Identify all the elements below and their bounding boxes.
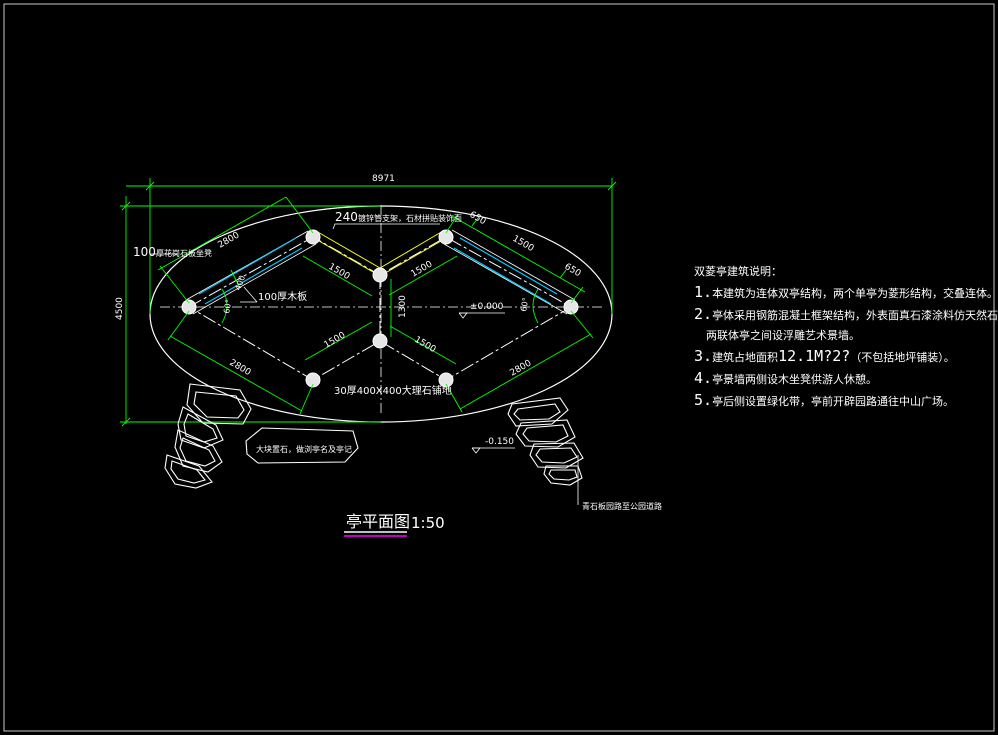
note-4: 4.亭景墙两侧设木坐凳供游人休憩。 xyxy=(694,369,878,387)
label-stones: 大块置石，做浏亭名及亭记 xyxy=(256,444,352,454)
angle-60-right: 60° xyxy=(519,297,530,313)
dim-overall-width: 8971 xyxy=(372,174,395,184)
dim-overall-height: 4500 xyxy=(115,297,125,320)
viewport-border xyxy=(3,3,995,732)
stone-group-right xyxy=(507,397,584,486)
dim-1300-vertical: 1300 xyxy=(398,295,408,318)
center-axes xyxy=(160,205,602,415)
note-2-cont: 两联体亭之间设浮雕艺术景墙。 xyxy=(706,329,860,342)
design-notes: 双菱亭建筑说明： 1.本建筑为连体双亭结构，两个单亭为菱形结构，交叠连体。 2.… xyxy=(694,262,998,412)
stone-group-left xyxy=(164,383,359,489)
columns xyxy=(181,229,579,388)
label-pipe-frame-num: 240 xyxy=(335,210,358,224)
note-2: 2.亭体采用钢筋混凝土框架结构，外表面真石漆涂料仿天然石材效果； xyxy=(694,305,998,323)
label-floor-slab: 30厚400X400大理石铺地 xyxy=(334,384,452,397)
label-pipe-frame-text: 镀锌管支架，石材拼贴装饰面 xyxy=(358,213,462,223)
label-bench-num: 100 xyxy=(133,245,156,259)
drawing-title: 亭平面图 xyxy=(346,512,410,531)
label-level-zero: ±0.000 xyxy=(470,302,504,312)
dimension-lines xyxy=(120,178,617,427)
label-path: 青石板园路至公园道路 xyxy=(582,501,662,511)
label-bench-text: 厚花岗石板坐凳 xyxy=(156,248,212,258)
title-underline xyxy=(344,531,407,537)
drawing-scale: 1:50 xyxy=(411,514,445,532)
note-1: 1.本建筑为连体双亭结构，两个单亭为菱形结构，交叠连体。 xyxy=(694,283,998,301)
notes-heading: 双菱亭建筑说明： xyxy=(694,265,782,278)
note-5: 5.亭后侧设置绿化带，亭前开辟园路通往中山广场。 xyxy=(694,391,955,409)
pipe-frame-lines xyxy=(315,230,444,277)
angle-60-left: 60° xyxy=(222,299,233,315)
label-level-minus: -0.150 xyxy=(485,437,514,447)
note-3: 3.建筑占地面积12.1M?2?（不包括地坪铺装）。 xyxy=(694,347,955,365)
label-wood-board: 100厚木板 xyxy=(258,290,307,303)
leader-lines xyxy=(150,223,579,505)
